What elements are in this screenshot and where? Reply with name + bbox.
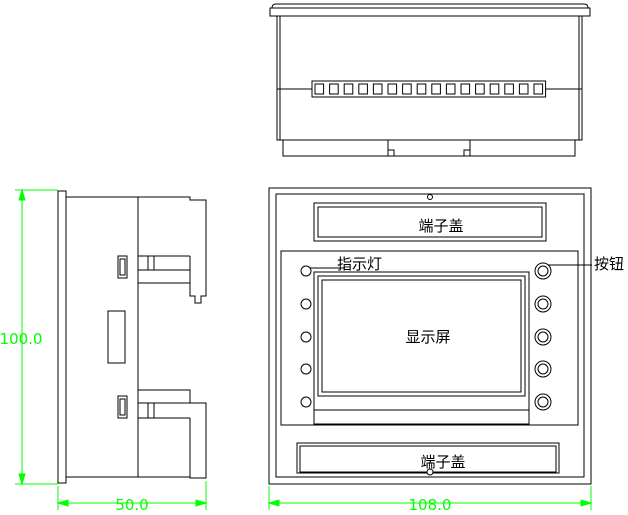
indicator-light — [300, 331, 312, 343]
button-4 — [534, 360, 552, 378]
depth-dimension-value: 50.0 — [115, 496, 148, 514]
terminal-screw — [475, 83, 485, 95]
display-label: 显示屏 — [405, 328, 450, 346]
button-2 — [534, 295, 552, 313]
terminal-block — [311, 80, 547, 98]
terminal-cover-top-label: 端子盖 — [418, 217, 463, 235]
terminal-screw — [387, 83, 398, 95]
terminal-screw — [518, 83, 529, 95]
terminal-screw — [372, 83, 383, 95]
indicator-light — [300, 396, 312, 408]
terminal-screw — [416, 83, 427, 95]
terminal-screw — [460, 83, 471, 95]
indicator-lights — [300, 265, 312, 408]
depth-dimension — [56, 481, 208, 510]
side-view — [57, 190, 207, 484]
button-5 — [534, 393, 552, 411]
top-view — [269, 3, 591, 157]
width-dimension-value: 108.0 — [409, 496, 452, 514]
terminal-screw — [314, 83, 325, 95]
button-label: 按钮 — [594, 255, 624, 273]
terminal-screw — [489, 83, 500, 95]
buttons — [534, 262, 552, 411]
terminal-cover-bottom — [296, 442, 560, 476]
terminal-screw — [402, 83, 412, 95]
terminal-block-frame — [311, 80, 547, 98]
terminal-screw — [445, 83, 456, 95]
terminal-screw — [431, 83, 441, 95]
height-dimension — [15, 188, 58, 486]
indicator-light — [300, 265, 312, 277]
terminal-cover-top — [313, 202, 547, 242]
indicator-light — [300, 363, 312, 375]
terminal-screw — [329, 83, 339, 95]
terminal-screw — [343, 83, 354, 95]
width-dimension — [267, 486, 593, 510]
terminal-screw — [358, 83, 368, 95]
indicator-light-label: 指示灯 — [337, 255, 382, 273]
height-dimension-value: 100.0 — [0, 330, 42, 348]
button-1 — [534, 262, 552, 280]
terminal-cover-bottom-label: 端子盖 — [420, 453, 465, 471]
terminal-screw — [533, 83, 544, 95]
indicator-light — [300, 298, 312, 310]
button-3 — [534, 328, 552, 346]
terminal-screw — [504, 83, 514, 95]
front-view — [268, 187, 592, 485]
